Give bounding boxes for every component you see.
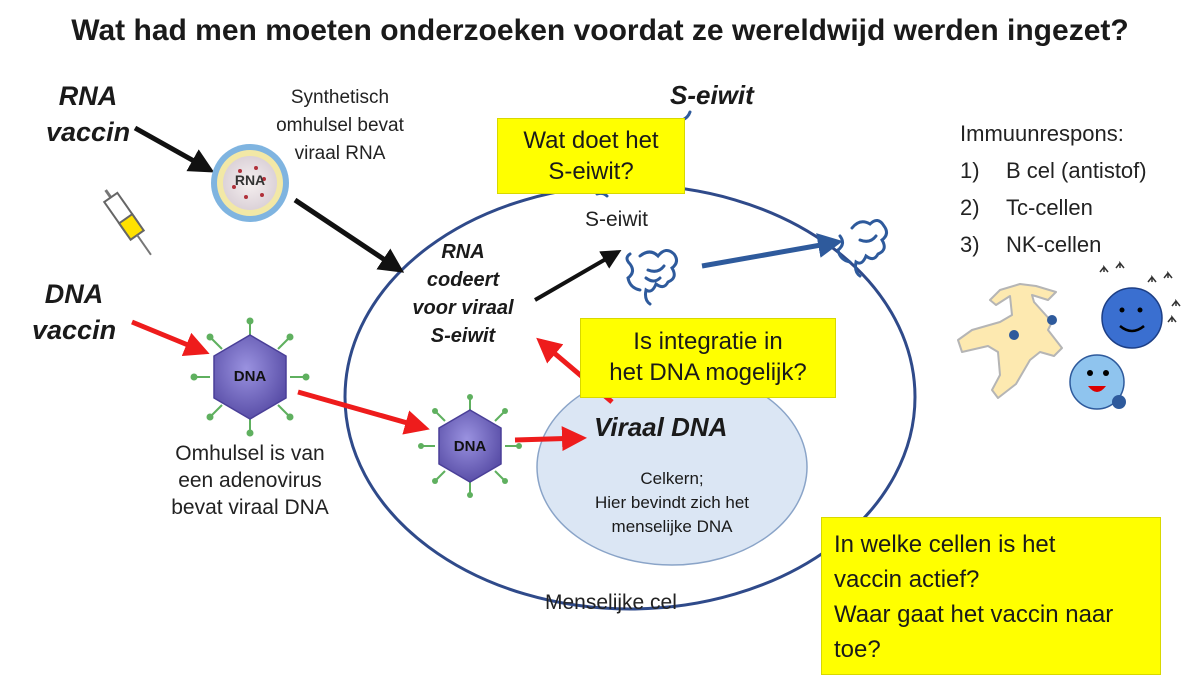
dna-particle-label: DNA <box>453 438 487 455</box>
rna-codes-line4: S-eiwit <box>430 325 496 347</box>
arrow-virus-to-nucleus <box>514 426 587 452</box>
immune-item-number: 2) <box>960 195 980 220</box>
s-protein-inner-label: S-eiwit <box>585 208 649 231</box>
adenovirus-icon <box>190 317 310 437</box>
question-integration-box: Is integratie in het DNA mogelijk? <box>580 318 836 398</box>
rna-codes-label: RNA codeert voor viraal S-eiwit <box>398 238 528 350</box>
nucleus-line1: Celkern; <box>640 469 704 488</box>
lipid-nanoparticle-icon <box>211 144 289 222</box>
syringe-icon <box>102 189 152 256</box>
arrow-rna-to-protein <box>533 249 622 302</box>
arrow-protein-to-surface <box>701 233 843 269</box>
rna-vaccine-label: RNA vaccin <box>46 78 130 150</box>
question-s-protein-box: Wat doet het S-eiwit? <box>497 118 685 194</box>
page-title: Wat had men moeten onderzoeken voordat z… <box>71 14 1129 47</box>
question-cells-line4: toe? <box>834 636 881 663</box>
dna-vaccine-label: DNA vaccin <box>32 276 116 348</box>
rna-codes-line1: RNA <box>441 241 485 263</box>
question-cells-line1: In welke cellen is het <box>834 531 1056 558</box>
immune-response-list: Immuunrespons: 1) B cel (antistof) 2) Tc-c… <box>960 115 1147 263</box>
question-integration-line2: het DNA mogelijk? <box>609 359 807 386</box>
immune-item-label: Tc-cellen <box>1006 195 1093 220</box>
nucleus-line3: menselijke DNA <box>611 517 733 536</box>
adenovirus-shell-line1: Omhulsel is van <box>175 442 325 465</box>
rna-vaccine-line2: vaccin <box>46 117 131 147</box>
immune-item-number: 3) <box>960 232 980 257</box>
immune-response-item: 1) B cel (antistof) <box>960 152 1147 189</box>
arrow-virus-to-cell <box>297 389 430 435</box>
s-protein-top-label: S-eiwit <box>670 80 754 110</box>
question-s-protein-line1: Wat doet het <box>523 127 659 154</box>
question-cells-line2: vaccin actief? <box>834 566 980 593</box>
adenovirus-shell-label: Omhulsel is van een adenovirus bevat vir… <box>150 440 350 521</box>
dna-particle-label: DNA <box>233 368 267 385</box>
dna-vaccine-line1: DNA <box>44 279 104 309</box>
question-s-protein-line2: S-eiwit? <box>548 158 634 185</box>
immune-item-number: 1) <box>960 158 980 183</box>
viral-dna-label: Viraal DNA <box>594 412 728 442</box>
antibody-icon <box>1099 260 1181 323</box>
synthetic-shell-line1: Synthetisch <box>290 87 390 108</box>
synthetic-shell-line2: omhulsel bevat <box>276 115 404 136</box>
immune-item-label: B cel (antistof) <box>1006 158 1147 183</box>
adenovirus-shell-line2: een adenovirus <box>178 469 322 492</box>
arrow-dna-to-virus <box>131 319 210 356</box>
arrow-particle-to-cell <box>293 197 405 273</box>
human-cell-label: Menselijke cel <box>545 591 677 614</box>
synthetic-shell-label: Synthetisch omhulsel bevat viraal RNA <box>250 84 430 168</box>
immune-response-heading: Immuunrespons: <box>960 121 1124 146</box>
spike-protein-icon <box>625 249 679 306</box>
dna-vaccine-line2: vaccin <box>32 315 117 345</box>
question-integration-line1: Is integratie in <box>633 328 783 355</box>
rna-codes-line3: voor viraal <box>412 297 514 319</box>
rna-codes-line2: codeert <box>426 269 500 291</box>
spike-protein-icon <box>836 219 889 278</box>
rna-particle-label: RNA <box>234 172 266 188</box>
question-cells-line3: Waar gaat het vaccin naar <box>834 601 1114 628</box>
killer-cell-icon <box>1069 354 1126 410</box>
b-cell-icon <box>1101 287 1163 349</box>
nucleus-line2: Hier bevindt zich het <box>594 493 750 512</box>
immune-response-item: 2) Tc-cellen <box>960 189 1147 226</box>
question-cells-box: In welke cellen is het vaccin actief? Wa… <box>821 517 1161 675</box>
dendritic-cell-icon <box>957 283 1063 399</box>
rna-vaccine-line1: RNA <box>58 81 118 111</box>
synthetic-shell-line3: viraal RNA <box>294 143 386 164</box>
immune-item-label: NK-cellen <box>1006 232 1102 257</box>
immune-response-item: 3) NK-cellen <box>960 226 1147 263</box>
arrow-rna-to-particle <box>133 125 215 173</box>
adenovirus-shell-line3: bevat viraal DNA <box>171 496 329 519</box>
adenovirus-icon <box>418 394 522 498</box>
nucleus-label: Celkern; Hier bevindt zich het menselijk… <box>577 467 767 539</box>
spike-protein-icon <box>1009 315 1057 340</box>
